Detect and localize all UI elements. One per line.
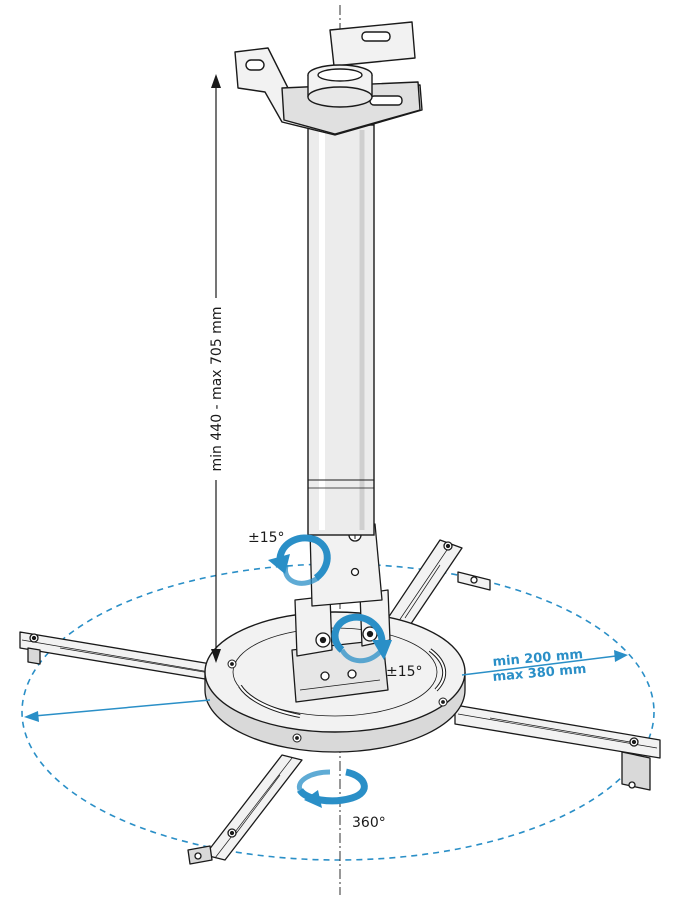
tilt-top-label: ±15° bbox=[248, 530, 285, 546]
rotation-range-ellipse bbox=[21, 563, 655, 861]
diameter-arrow bbox=[24, 650, 628, 722]
ceiling-bracket bbox=[234, 21, 423, 136]
height-range-label: min 440 - max 705 mm bbox=[209, 307, 225, 472]
rotation-arrow-icon bbox=[296, 768, 368, 808]
arm-front-right bbox=[454, 704, 661, 791]
extension-pole bbox=[307, 124, 375, 536]
rotation-label: 360° bbox=[352, 815, 386, 831]
arm-back-right bbox=[379, 539, 491, 641]
tilt-arrow-top-icon bbox=[268, 534, 331, 586]
tilt-side-label: ±15° bbox=[386, 664, 423, 680]
tilt-joint bbox=[291, 523, 391, 703]
arm-back-left bbox=[19, 631, 236, 685]
arm-front-left bbox=[187, 754, 303, 865]
tilt-arrow-side-icon bbox=[331, 613, 392, 664]
height-dimension bbox=[211, 74, 221, 663]
